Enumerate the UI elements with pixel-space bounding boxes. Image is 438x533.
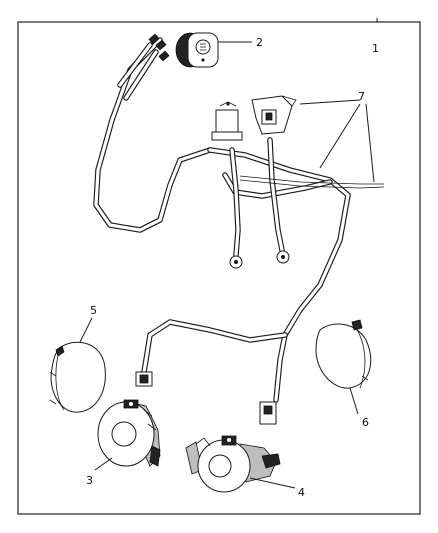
fog-lamp-switch[interactable]	[175, 32, 219, 68]
leader-5	[79, 317, 93, 343]
leader-7a	[299, 99, 361, 105]
callout-6: 6	[362, 416, 369, 429]
callout-4: 4	[298, 486, 305, 499]
relay[interactable]	[211, 101, 243, 141]
left-lamp-cover[interactable]	[49, 341, 106, 413]
leader-6	[349, 387, 359, 415]
callout-5: 5	[90, 304, 97, 317]
right-lamp-connector	[259, 401, 277, 425]
right-lamp-cover[interactable]	[315, 319, 372, 389]
leader-3	[94, 457, 113, 471]
callout-1: 1	[372, 42, 379, 55]
leader-4	[249, 477, 296, 489]
wiring-harness[interactable]	[93, 37, 385, 403]
switch-connector-pins	[148, 33, 170, 62]
leader-7b	[319, 103, 361, 169]
left-lamp-connector	[135, 371, 153, 387]
callout-2: 2	[256, 36, 263, 49]
ground-terminal-left	[229, 255, 243, 269]
left-fog-lamp[interactable]	[97, 399, 161, 467]
diagram-frame	[17, 18, 421, 515]
leader-lines	[79, 41, 375, 489]
frame-border	[17, 21, 421, 515]
right-fog-lamp[interactable]	[185, 435, 281, 493]
callout-7: 7	[358, 90, 365, 103]
ground-terminal-right	[276, 250, 290, 264]
fuse-connector[interactable]	[251, 95, 297, 135]
callout-labels: 1 2 3 4 5 6 7	[86, 36, 379, 499]
leader-7c	[365, 103, 375, 183]
callout-3: 3	[86, 474, 93, 487]
